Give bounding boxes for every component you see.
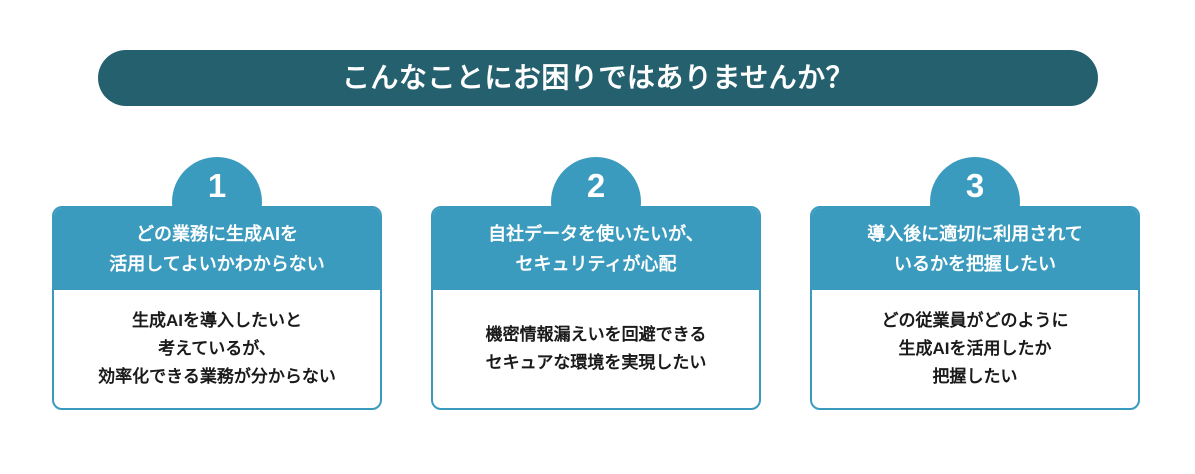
card-body-text-1: 生成AIを導入したいと 考えているが、 効率化できる業務が分からない: [98, 311, 336, 386]
card-header-text-1: どの業務に生成AIを 活用してよいかわからない: [109, 224, 325, 274]
card-box-1: どの業務に生成AIを 活用してよいかわからない 生成AIを導入したいと 考えてい…: [52, 206, 382, 410]
card-body-text-2: 機密情報漏えいを回避できる セキュアな環境を実現したい: [485, 325, 707, 372]
card-header-3: 導入後に適切に利用されて いるかを把握したい: [812, 208, 1138, 290]
card-header-text-2: 自社データを使いたいが、 セキュリティが心配: [488, 224, 704, 274]
problem-card-3: 3 導入後に適切に利用されて いるかを把握したい どの従業員がどのように 生成A…: [810, 157, 1140, 410]
card-number-3: 3: [965, 167, 985, 204]
headline-banner: こんなことにお困りではありませんか？: [98, 50, 1098, 106]
card-header-1: どの業務に生成AIを 活用してよいかわからない: [54, 208, 380, 290]
card-number-1: 1: [207, 167, 227, 204]
problem-card-2: 2 自社データを使いたいが、 セキュリティが心配 機密情報漏えいを回避できる セ…: [431, 157, 761, 410]
banner-title: こんなことにお困りではありませんか？: [341, 62, 855, 93]
problem-cards-row: 1 どの業務に生成AIを 活用してよいかわからない 生成AIを導入したいと 考え…: [52, 157, 1140, 410]
card-box-3: 導入後に適切に利用されて いるかを把握したい どの従業員がどのように 生成AIを…: [810, 206, 1140, 410]
card-header-2: 自社データを使いたいが、 セキュリティが心配: [433, 208, 759, 290]
card-body-3: どの従業員がどのように 生成AIを活用したか 把握したい: [812, 290, 1138, 408]
card-body-text-3: どの従業員がどのように 生成AIを活用したか 把握したい: [881, 311, 1069, 386]
card-box-2: 自社データを使いたいが、 セキュリティが心配 機密情報漏えいを回避できる セキュ…: [431, 206, 761, 410]
card-body-1: 生成AIを導入したいと 考えているが、 効率化できる業務が分からない: [54, 290, 380, 408]
problem-card-1: 1 どの業務に生成AIを 活用してよいかわからない 生成AIを導入したいと 考え…: [52, 157, 382, 410]
card-body-2: 機密情報漏えいを回避できる セキュアな環境を実現したい: [433, 290, 759, 408]
card-header-text-3: 導入後に適切に利用されて いるかを把握したい: [867, 224, 1083, 274]
card-number-2: 2: [586, 167, 606, 204]
